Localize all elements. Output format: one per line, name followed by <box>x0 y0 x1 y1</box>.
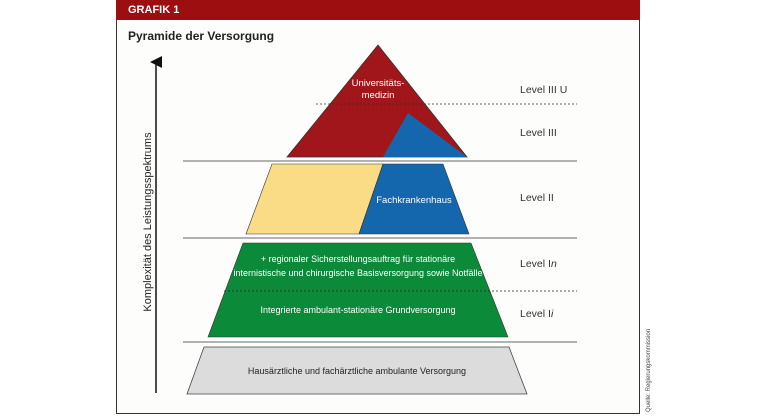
tier-ii-label: Integrierte ambulant-stationäre Grundver… <box>260 305 455 315</box>
tier-in-label-2: internistische und chirurgische Basisver… <box>233 268 482 278</box>
tier-uni-label: Universitäts- <box>352 78 405 89</box>
axis-label: Komplexität des Leistungsspektrums <box>142 132 154 312</box>
tier-uni-label-2: medizin <box>362 90 395 101</box>
tier-fach-label: Fachkrankenhaus <box>376 195 452 206</box>
figure-title: Pyramide der Versorgung <box>128 29 275 43</box>
tier-level1 <box>207 242 509 338</box>
level-1n: Level In <box>520 258 557 270</box>
level-1i: Level Ii <box>520 308 554 320</box>
level-2: Level II <box>520 192 554 204</box>
tier-fachkrankenhaus <box>358 163 470 235</box>
tier-ambulant <box>186 346 528 395</box>
tier-amb-label: Hausärztliche und fachärztliche ambulant… <box>248 366 466 376</box>
tier-in-label-1: + regionaler Sicherstellungsauftrag für … <box>261 254 455 264</box>
figure-header: GRAFIK 1 <box>116 0 640 20</box>
source-note: Quelle: Regierungskommission <box>646 329 652 412</box>
level-3: Level III <box>520 127 557 139</box>
tier-level3-blue <box>383 113 467 157</box>
level-3u: Level III U <box>520 84 567 96</box>
